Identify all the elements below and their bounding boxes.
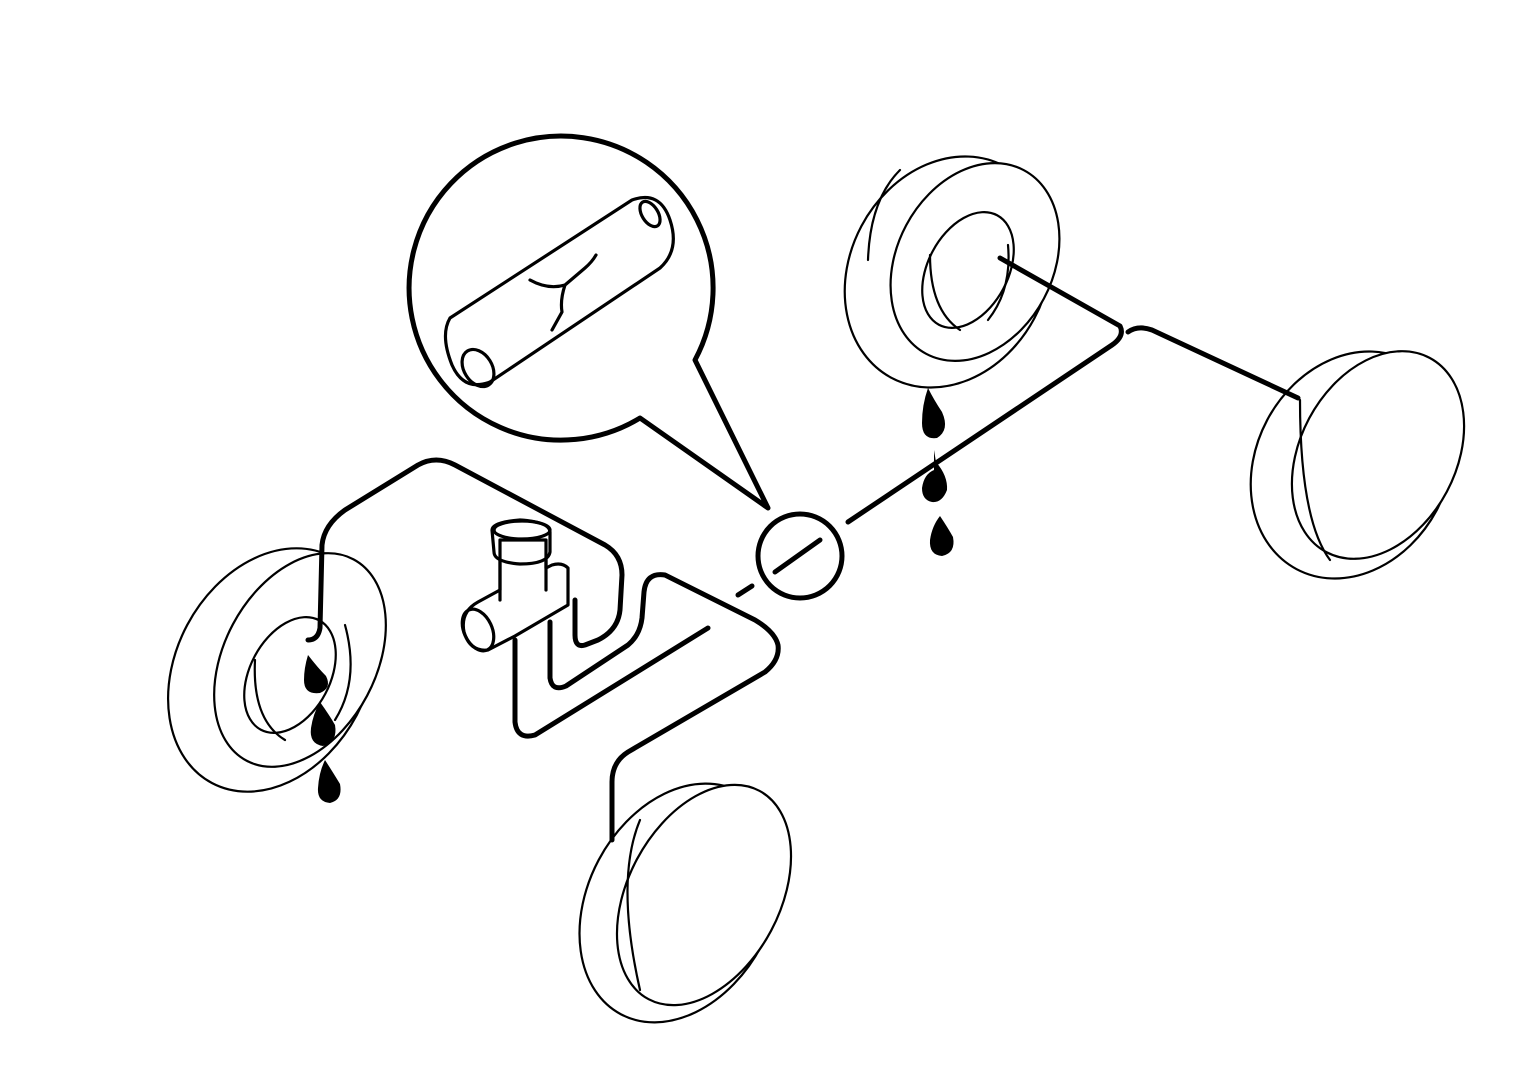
rear-left-wheel <box>843 155 1061 389</box>
rear-crossover-dash <box>735 583 755 598</box>
cracked-pipe <box>443 195 675 389</box>
fluid-drop-icon <box>317 760 341 803</box>
cracked-pipe-magnifier <box>406 133 845 601</box>
master-cylinder-icon <box>460 518 570 653</box>
front-left-fluid-drops <box>304 655 341 803</box>
fluid-drop-icon <box>922 388 946 439</box>
leak-point-ring <box>755 511 845 601</box>
fluid-drop-icon <box>304 655 328 694</box>
front-right-wheel <box>578 782 793 1024</box>
master-return-line <box>547 572 781 843</box>
front-left-wheel <box>166 547 387 793</box>
master-lower-loop <box>512 625 711 739</box>
rear-right-wheel <box>1249 350 1466 580</box>
rear-left-fluid-drops <box>922 388 954 556</box>
front-left-brake-line <box>305 457 625 648</box>
rear-main-line-b <box>1125 325 1301 401</box>
fluid-drop-icon <box>310 702 336 746</box>
pipe-crack <box>528 253 598 332</box>
fluid-drop-icon <box>922 450 948 503</box>
rear-main-line-a <box>845 255 1124 525</box>
fluid-drop-icon <box>929 516 954 556</box>
brake-lines <box>305 255 1301 843</box>
